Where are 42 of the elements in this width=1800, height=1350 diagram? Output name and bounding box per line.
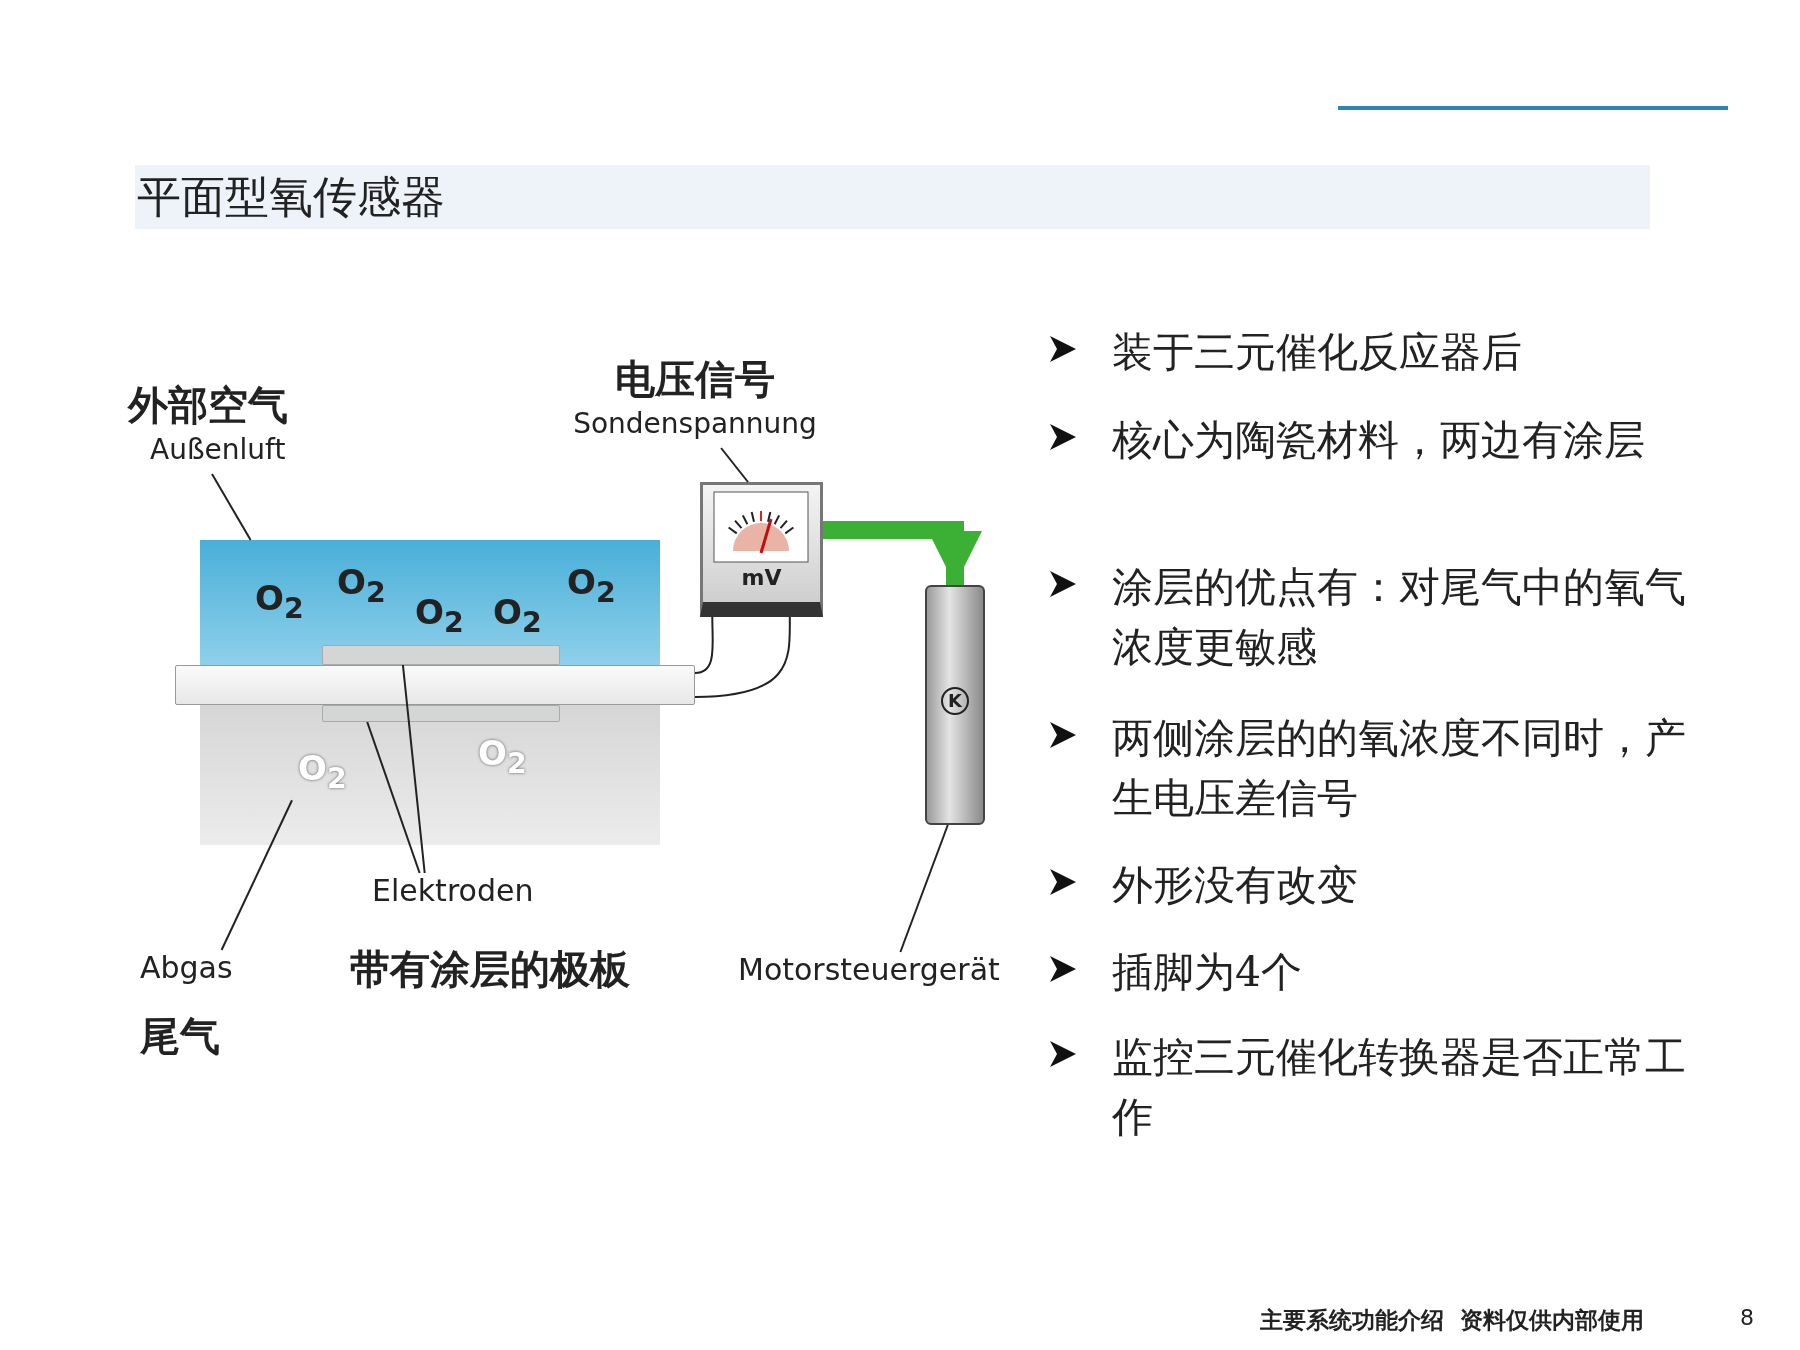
ceramic-plate (175, 665, 695, 705)
bullet-text: 外形没有改变 (1112, 860, 1359, 911)
exhaust-chamber (200, 705, 660, 845)
gas-label: O$_{2}$ (493, 592, 542, 639)
bullet-text: 插脚为4个 (1112, 947, 1304, 998)
slide-title: 平面型氧传感器 (137, 170, 445, 224)
footer-text: 主要系统功能介绍 资料仅供内部使用 (1260, 1306, 1644, 1335)
callout-label: Sondenspannung (572, 407, 818, 440)
gas-label: O$_{2}$ (415, 592, 464, 639)
callout-label: 电压信号 (614, 355, 776, 404)
gas-label: O$_{2}$ (255, 578, 304, 625)
electrode (322, 645, 560, 665)
bullet-text: 两侧涂层的的氧浓度不同时，产生电压差信号 (1112, 713, 1687, 824)
leader-line (220, 799, 293, 951)
page-number: 8 (1740, 1305, 1754, 1330)
bullet-text: 监控三元催化转换器是否正常工作 (1112, 1032, 1687, 1143)
arrow (823, 520, 982, 585)
control-unit-drawing (925, 585, 985, 825)
unit-label: mV (740, 565, 783, 590)
leader-line (720, 447, 749, 483)
gas-label: O$_{2}$ (567, 562, 616, 609)
bullet-text: 涂层的优点有：对尾气中的氧气浓度更敏感 (1112, 562, 1687, 673)
bullet-text: 装于三元催化反应器后 (1112, 327, 1523, 378)
callout-label: 外部空气 (128, 381, 289, 430)
leader-line (899, 824, 949, 953)
bullet-text: 核心为陶瓷材料，两边有涂层 (1112, 415, 1646, 466)
callout-label: Abgas (140, 950, 234, 985)
leader-line (211, 473, 252, 541)
caption-label: 带有涂层的极板 (350, 945, 630, 994)
callout-label: 尾气 (140, 1012, 221, 1061)
wire (694, 616, 791, 698)
electrode (322, 705, 560, 722)
symbol-label: K (941, 687, 969, 715)
air-chamber (200, 540, 660, 665)
voltmeter-drawing (700, 482, 823, 617)
leader-line (366, 721, 421, 874)
callout-label: Außenluft (150, 433, 287, 466)
wire (694, 616, 714, 674)
callout-label: Motorsteuergerät (738, 952, 1001, 987)
callout-label: Elektroden (372, 873, 535, 908)
leader-line (401, 664, 426, 874)
gas-label: O$_{2}$ (337, 562, 386, 609)
